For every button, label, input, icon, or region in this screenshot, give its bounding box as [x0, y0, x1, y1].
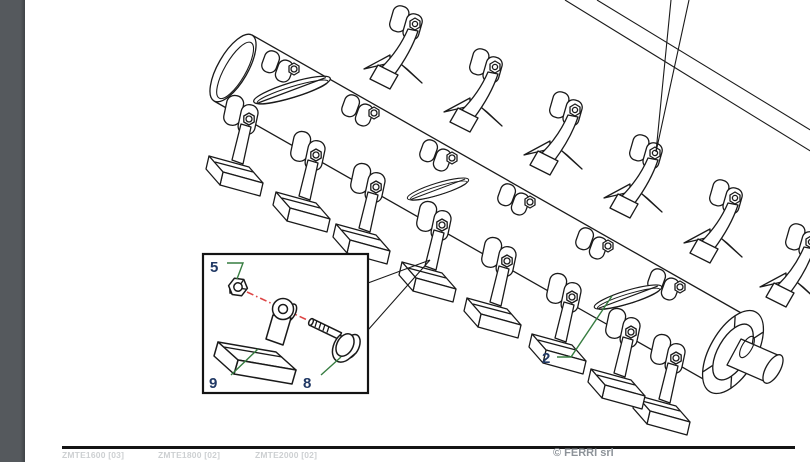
part-hammer — [213, 297, 298, 385]
flail-assembly — [603, 132, 666, 219]
sheet-ref-zmte2000: ZMTE2000 [02] — [255, 450, 318, 460]
flail-assembly — [759, 221, 810, 308]
flail-assembly — [205, 93, 264, 197]
flail-assembly — [683, 177, 746, 264]
flail-assembly — [528, 271, 587, 375]
leader-part-2 — [557, 295, 613, 358]
leader-part-8 — [320, 356, 342, 376]
part-label-5: 5 — [210, 259, 218, 276]
part-nut — [227, 277, 249, 297]
flail-assembly — [587, 306, 646, 410]
shaft-stub — [726, 335, 784, 384]
flail-assembly — [332, 161, 391, 265]
housing-edge-lines — [564, 0, 810, 152]
part-label-9: 9 — [209, 375, 217, 392]
leader-part-9 — [230, 348, 259, 376]
detail-callout-lines — [367, 259, 431, 331]
flail-assembly — [463, 235, 522, 339]
part-label-8: 8 — [303, 375, 311, 392]
flail-assembly — [272, 129, 331, 233]
leader-part-5 — [227, 262, 245, 280]
label-2-group: 2 — [542, 295, 613, 367]
detail-inset: 5 9 8 — [201, 252, 431, 395]
rotor-flange — [701, 309, 765, 395]
copyright-text: © FERRI srl — [553, 447, 614, 459]
flail-assembly — [523, 89, 586, 176]
callout-lines — [655, 0, 690, 153]
sheet-ref-zmte1600: ZMTE1600 [03] — [62, 450, 125, 460]
flail-assembly — [632, 332, 691, 436]
part-bolt — [307, 317, 361, 363]
rotor-left-cap — [209, 33, 257, 103]
part-label-2: 2 — [542, 350, 550, 367]
left-sidebar — [0, 0, 25, 462]
sheet-ref-zmte1800: ZMTE1800 [02] — [158, 450, 221, 460]
footer-rule — [62, 446, 795, 449]
flail-assembly — [363, 3, 426, 90]
flail-assembly — [443, 46, 506, 133]
flail-assembly — [398, 199, 457, 303]
